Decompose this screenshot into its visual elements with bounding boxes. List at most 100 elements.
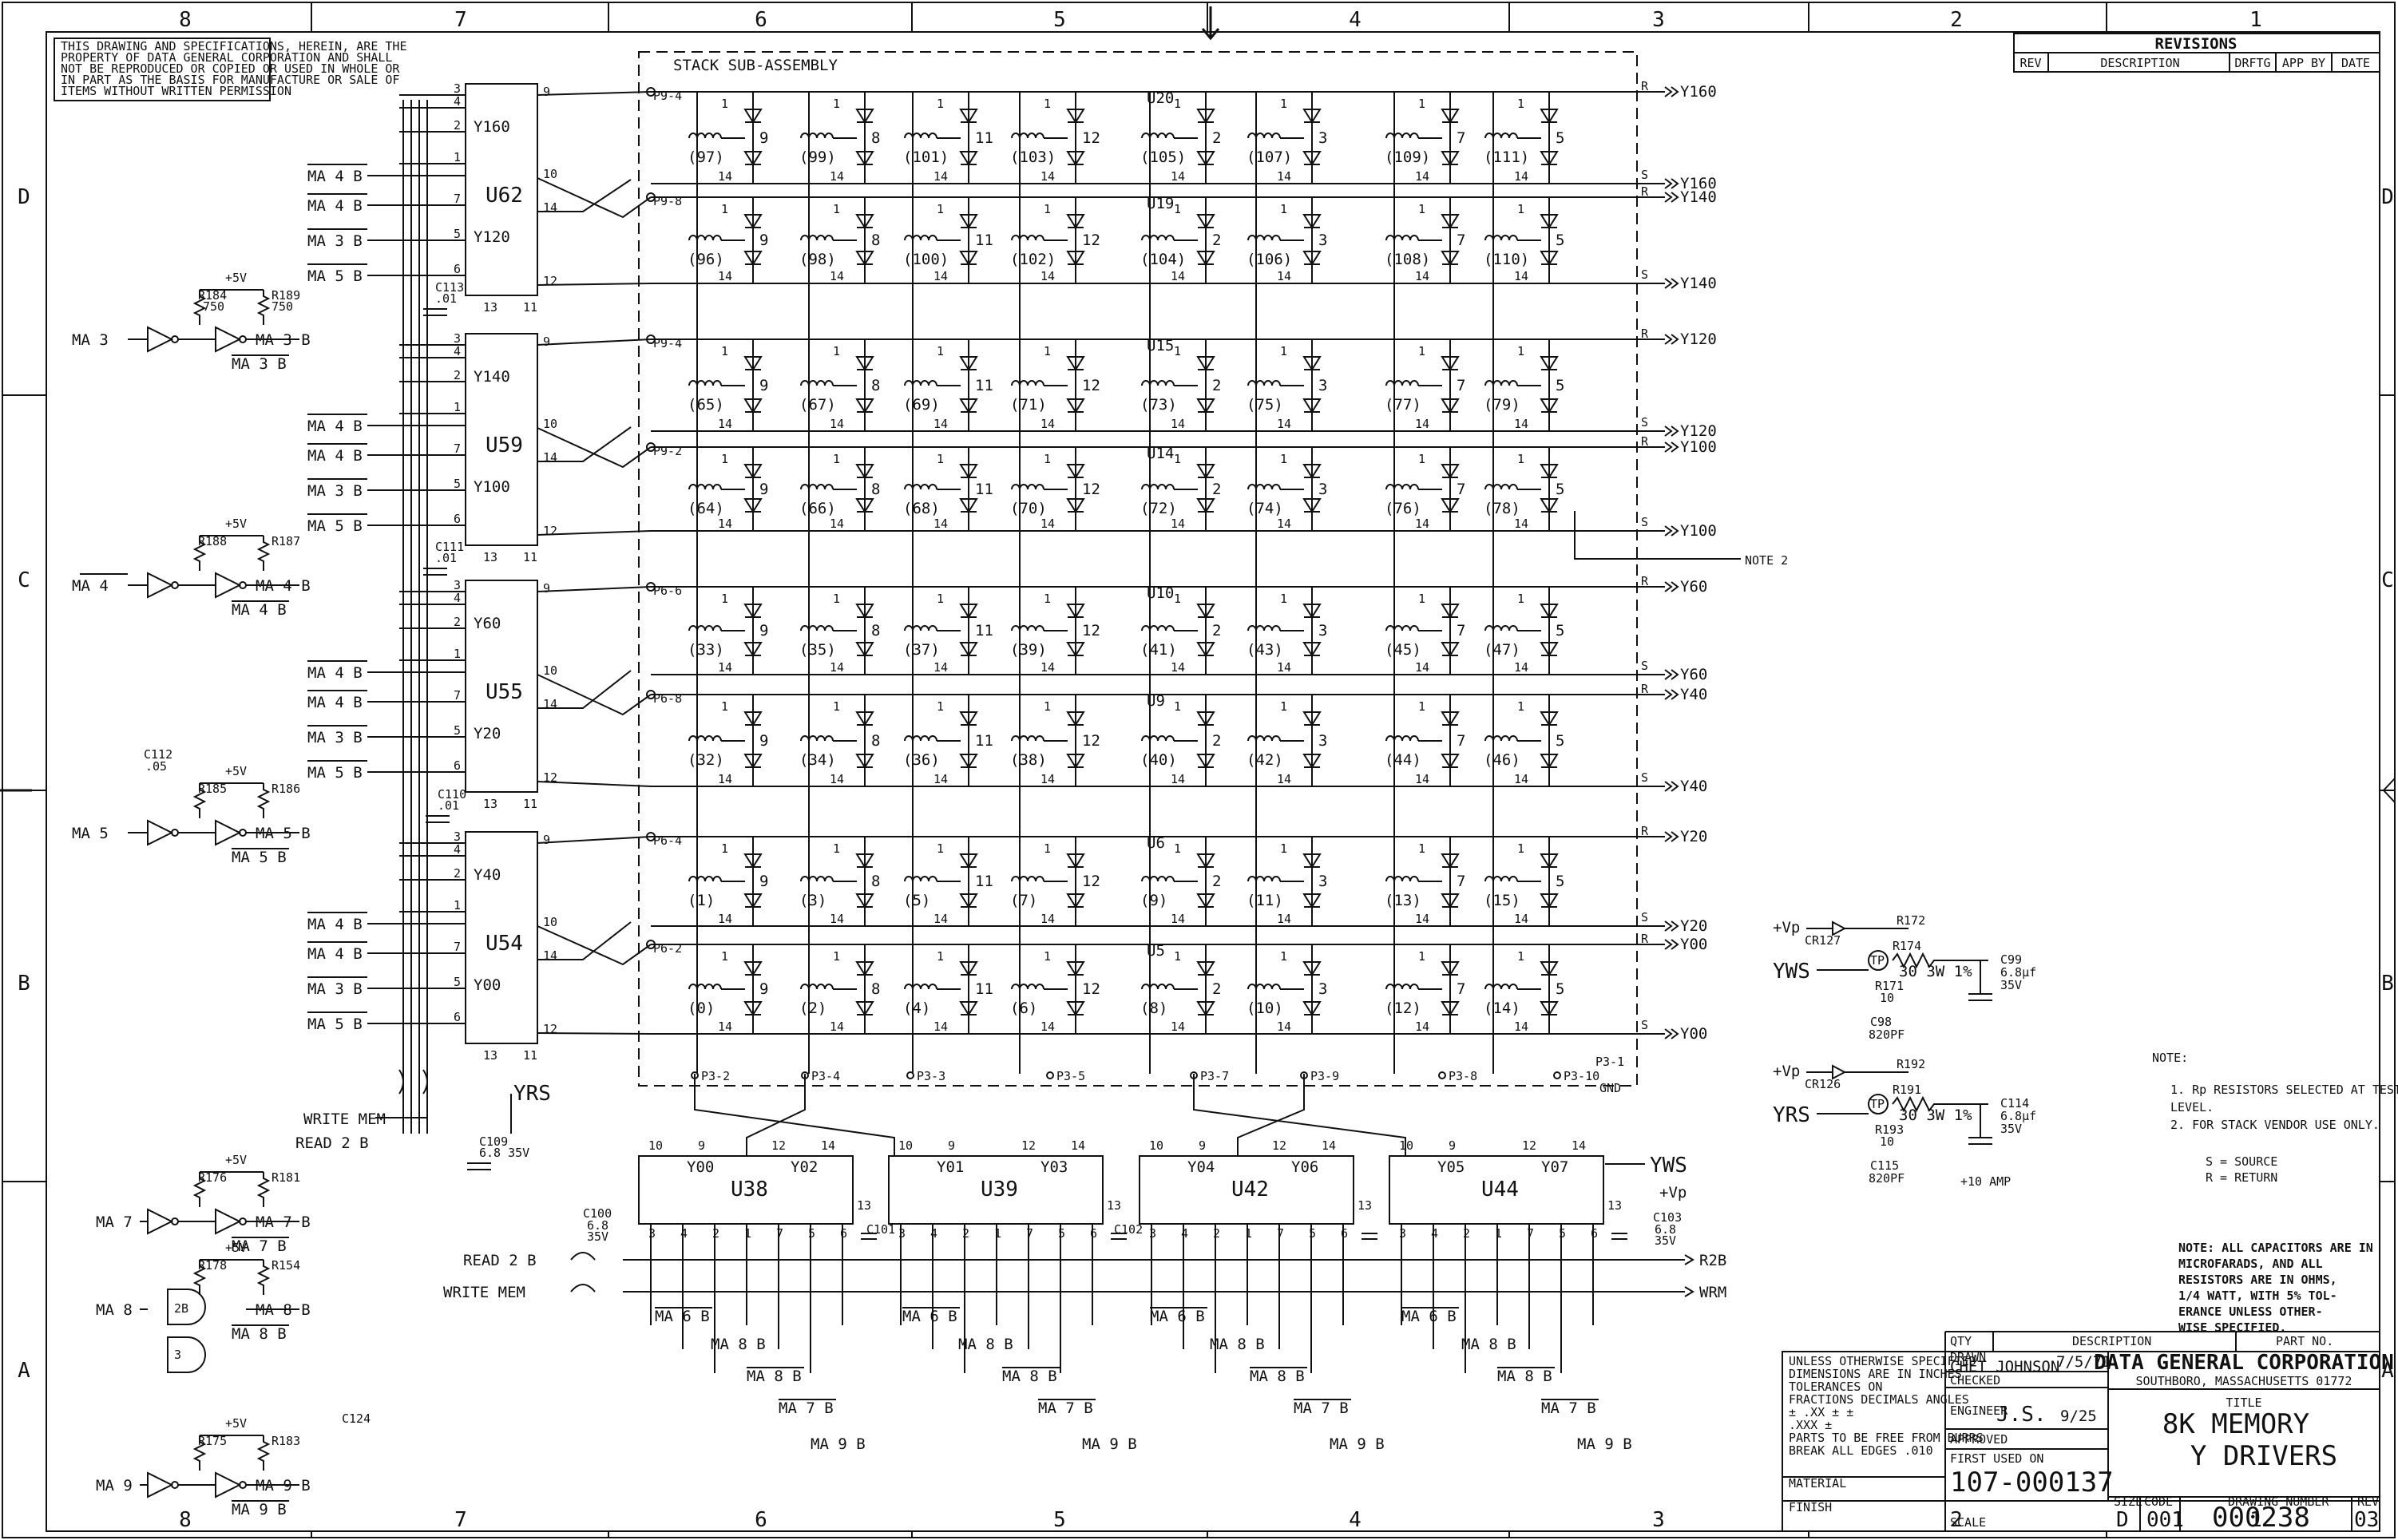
pin-number: 3 [1318, 873, 1327, 890]
pin-number: 3 [1318, 232, 1327, 249]
resistor-label: R174 [1893, 939, 1921, 953]
company-name: DATA GENERAL CORPORATION [2094, 1351, 2394, 1375]
output-wire [537, 530, 652, 536]
output-wire [537, 426, 632, 462]
supply-label: +5V [225, 764, 247, 778]
diode-symbol [1196, 961, 1215, 976]
row-output-return: Y140 [1680, 188, 1717, 206]
diode-symbol [1441, 853, 1460, 869]
capacitor-value: .01 [438, 798, 459, 813]
chip-pin: 13 [483, 300, 497, 315]
note2-leader [1574, 511, 1741, 560]
pin-number: 2 [1212, 377, 1221, 394]
switch-chip-label: Y04 [1187, 1158, 1215, 1176]
row-output-return: Y40 [1680, 686, 1707, 703]
capacitor-value: .01 [435, 291, 457, 306]
pin-number: 5 [1556, 980, 1564, 998]
diode-symbol [959, 214, 978, 229]
coil-symbol [1141, 625, 1175, 631]
resistor-label: R187 [272, 534, 300, 548]
capacitor-note-line: RESISTORS ARE IN OHMS, [2178, 1273, 2337, 1287]
pin-number: 5 [1556, 732, 1564, 750]
coil-symbol [904, 380, 937, 386]
vp-label: +Vp [1773, 1063, 1800, 1080]
pin-number: 8 [871, 232, 880, 249]
bus-jumper [570, 1252, 596, 1293]
coil-symbol [1385, 133, 1419, 139]
switch-chip-pin: 5 [1058, 1226, 1065, 1241]
switch-chip-name: U44 [1481, 1178, 1519, 1202]
chip-pin: 5 [454, 975, 461, 989]
return-marker: R [1641, 327, 1649, 341]
resistor-label: R171 [1875, 979, 1904, 993]
core-position: (14) [1484, 1000, 1520, 1017]
yrs-label: YRS [513, 1082, 551, 1106]
chip-input-signal: MA 4 B [307, 197, 363, 215]
diode-symbol [1540, 151, 1559, 166]
switch-chip-pin: 6 [840, 1226, 847, 1241]
core-position: (103) [1010, 148, 1056, 166]
pin-number: 5 [1556, 377, 1564, 394]
pin-number: 11 [975, 481, 993, 498]
switch-chip-pin: 1 [1245, 1226, 1252, 1241]
coil-symbol [904, 484, 937, 490]
pin-number: 14 [1277, 1019, 1291, 1034]
coil-symbol [1247, 235, 1281, 241]
pin-number: 11 [975, 232, 993, 249]
diode-symbol [743, 642, 763, 657]
core-position: (15) [1484, 892, 1520, 909]
drawn-by: CHET JOHNSON [1950, 1358, 2059, 1376]
core-position: (97) [688, 148, 724, 166]
diode-symbol [1196, 356, 1215, 371]
row-connector: P9-4 [653, 89, 682, 103]
capacitor-label: C124 [342, 1411, 371, 1426]
switch-chip-pin: 4 [680, 1226, 688, 1241]
coil-symbol [1484, 876, 1518, 882]
capacitor-value: 6.8µf [2000, 1109, 2036, 1123]
diode-symbol [1441, 711, 1460, 726]
switch-chip-pin: 14 [1322, 1138, 1336, 1153]
output-wire [537, 427, 652, 469]
chip-pin: 13 [483, 797, 497, 811]
coil-symbol [1484, 235, 1518, 241]
diode-symbol [959, 893, 978, 909]
capacitor-value: .05 [145, 759, 167, 774]
chip-input-signal: MA 5 B [307, 267, 363, 285]
output-wire [537, 674, 652, 716]
diode-symbol [1441, 251, 1460, 266]
pin-number: 1 [1418, 699, 1425, 714]
write-mem-bottom: WRITE MEM [443, 1284, 525, 1301]
revisions-title: REVISIONS [2155, 35, 2237, 53]
chip-output-label: Y40 [474, 866, 501, 884]
pin-number: 1 [1418, 592, 1425, 606]
pin-number: 9 [759, 732, 768, 750]
diode-symbol [1441, 151, 1460, 166]
desc-label: DESCRIPTION [2072, 1334, 2151, 1348]
row-output-source: Y160 [1680, 175, 1717, 192]
coil-symbol [800, 484, 834, 490]
bottom-signal: MA 9 B [1577, 1435, 1632, 1453]
diode-symbol [1066, 464, 1085, 479]
diode-symbol [855, 642, 874, 657]
diode-symbol [1302, 711, 1322, 726]
pullup-resistors [192, 289, 271, 325]
switch-chip-label: Y02 [791, 1158, 818, 1176]
core-position: (96) [688, 251, 724, 268]
pin-number: 14 [933, 169, 948, 184]
decoder-chip-u55 [465, 580, 538, 793]
core-position: (102) [1010, 251, 1056, 268]
pin-number: 7 [1457, 377, 1465, 394]
pin-number: 14 [1514, 417, 1528, 431]
chip-pin: 4 [454, 842, 461, 857]
pin-number: 1 [833, 841, 840, 856]
note2-label: NOTE 2 [1745, 553, 1788, 568]
pullup-resistors [192, 1435, 271, 1471]
coil-symbol [1385, 625, 1419, 631]
pin-number: 8 [871, 873, 880, 890]
diode-symbol [743, 853, 763, 869]
zone-arrow-right [2382, 778, 2396, 803]
nand-gate [167, 1336, 206, 1373]
bottom-connector: P3-5 [1056, 1069, 1085, 1083]
coil-symbol [1385, 380, 1419, 386]
